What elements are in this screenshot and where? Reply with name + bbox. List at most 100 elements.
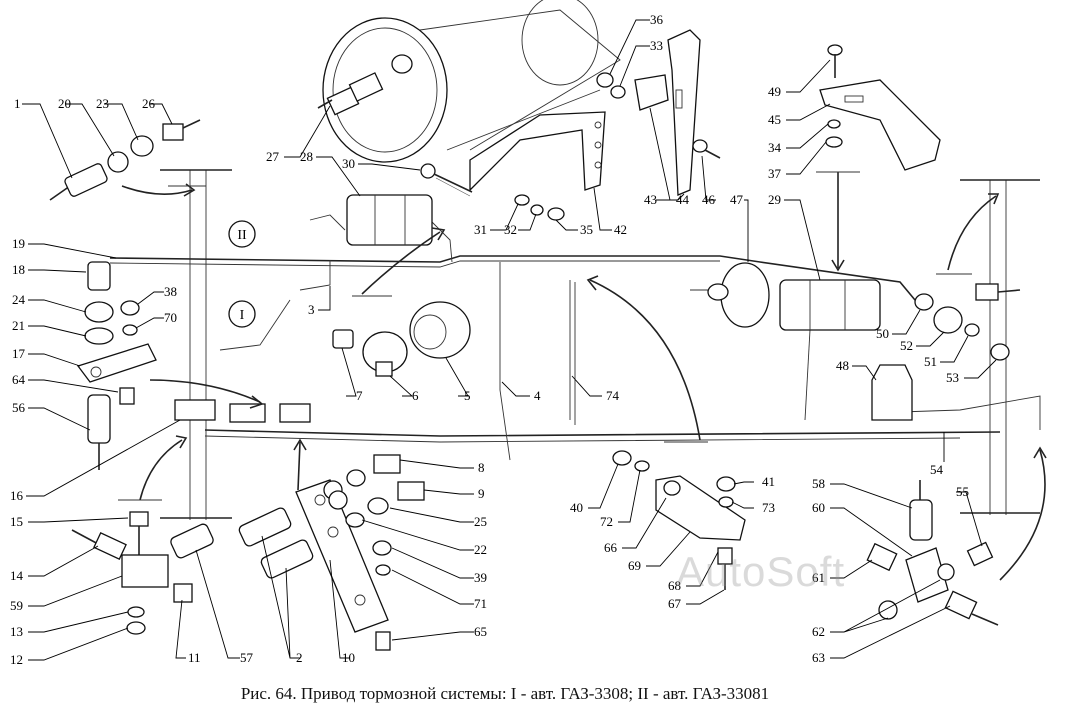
callout-40: 40: [570, 500, 583, 515]
callout-65: 65: [474, 624, 487, 639]
washer-70: [122, 324, 138, 336]
washer-21: [84, 327, 114, 345]
nut-washer-33-36: [596, 72, 626, 99]
callout-24: 24: [12, 292, 26, 307]
brake-lines: [109, 214, 1041, 461]
callout-43: 43: [644, 192, 657, 207]
figure-caption: Рис. 64. Привод тормозной системы: I - а…: [240, 684, 770, 703]
svg-text:I: I: [240, 308, 245, 323]
brake-chamber-28: [346, 194, 433, 246]
nut-41: [716, 476, 736, 492]
washer-71: [375, 564, 391, 576]
washer-51: [964, 323, 980, 337]
callout-22: 22: [474, 542, 487, 557]
callout-4: 4: [534, 388, 541, 403]
callout-71: 71: [474, 596, 487, 611]
callout-72: 72: [600, 514, 613, 529]
part-6-sensor: [362, 331, 408, 377]
bolt-49: [827, 44, 843, 78]
callout-26: 26: [142, 96, 156, 111]
circuit-label-ii: II: [228, 220, 256, 248]
air-tank: [322, 0, 621, 163]
callout-44: 44: [676, 192, 690, 207]
callout-52: 52: [900, 338, 913, 353]
bolt-55: [966, 541, 994, 567]
tank-bracket-44: [667, 29, 701, 196]
bolt-46: [692, 139, 721, 159]
bolt-65: [375, 631, 391, 651]
svg-text:II: II: [237, 228, 247, 243]
fitting-26: [162, 119, 201, 141]
hose-58: [909, 480, 933, 541]
callout-31: 31: [474, 222, 487, 237]
pointer-arrows: [121, 172, 1047, 581]
nut-40: [612, 450, 632, 466]
callout-1: 1: [14, 96, 21, 111]
callout-30: 30: [342, 156, 355, 171]
callout-2: 2: [296, 650, 303, 665]
washers-8-9-22-25: [323, 469, 389, 528]
callout-37: 37: [768, 166, 782, 181]
tee-connector-cluster: [174, 399, 311, 423]
fitting-top-right: [975, 283, 1021, 301]
callout-64: 64: [12, 372, 26, 387]
callout-23: 23: [96, 96, 109, 111]
hose-end-1: [49, 163, 108, 201]
bolt-30: [420, 163, 473, 197]
section-marks: [118, 171, 972, 501]
callout-12: 12: [10, 652, 23, 667]
callout-60: 60: [812, 500, 825, 515]
cap-52: [933, 306, 963, 334]
valve-47: [707, 262, 770, 328]
washer-73: [718, 496, 734, 508]
callout-8: 8: [478, 460, 485, 475]
callout-42: 42: [614, 222, 627, 237]
callout-67: 67: [668, 596, 682, 611]
fitting-18: [87, 261, 111, 291]
callout-74: 74: [606, 388, 620, 403]
fitting-61: [866, 542, 898, 572]
callout-28: 28: [300, 149, 313, 164]
nut-23: [130, 135, 154, 157]
callout-5: 5: [464, 388, 471, 403]
bolt-64: [119, 387, 135, 405]
washer-13: [127, 606, 145, 618]
part-7-fitting: [332, 329, 354, 349]
brake-chamber-29: [779, 279, 881, 331]
callout-66: 66: [604, 540, 618, 555]
callout-54: 54: [930, 462, 944, 477]
washers-31-32-35: [514, 194, 565, 221]
callout-48: 48: [836, 358, 849, 373]
callout-53: 53: [946, 370, 959, 385]
callout-69: 69: [628, 558, 641, 573]
bolt-67-68: [717, 547, 733, 590]
nut-12: [126, 621, 146, 635]
callout-59: 59: [10, 598, 23, 613]
callout-55: 55: [956, 484, 969, 499]
callout-70: 70: [164, 310, 177, 325]
frame-left-pillar: [160, 169, 232, 520]
callout-36: 36: [650, 12, 664, 27]
leader-lines: [22, 19, 997, 661]
hose-57: [170, 523, 214, 559]
washer-50: [914, 293, 934, 311]
callout-21: 21: [12, 318, 25, 333]
callout-10: 10: [342, 650, 355, 665]
callout-20: 20: [58, 96, 71, 111]
callout-58: 58: [812, 476, 825, 491]
callout-62: 62: [812, 624, 825, 639]
callout-25: 25: [474, 514, 487, 529]
callout-19: 19: [12, 236, 25, 251]
callout-32: 32: [504, 222, 517, 237]
bolt-53: [990, 343, 1010, 361]
callout-14: 14: [10, 568, 24, 583]
nut-39: [372, 540, 392, 556]
callout-46: 46: [702, 192, 716, 207]
nut-24: [84, 301, 114, 323]
callout-39: 39: [474, 570, 487, 585]
callout-3: 3: [308, 302, 315, 317]
callout-7: 7: [356, 388, 363, 403]
callout-51: 51: [924, 354, 937, 369]
callout-68: 68: [668, 578, 681, 593]
